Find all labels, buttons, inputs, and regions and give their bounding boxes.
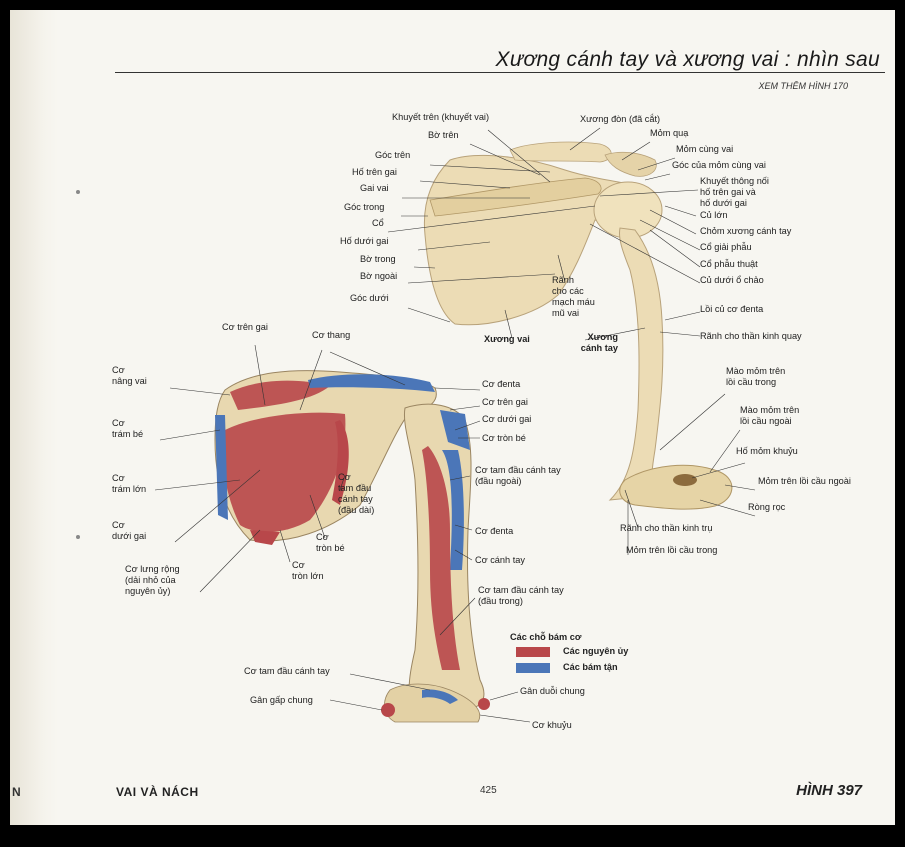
- label-bo-tren: Bờ trên: [428, 130, 459, 141]
- label-mao-mom-tren-ngoai: Mào mỏm trên lồi cầu ngoài: [740, 405, 799, 427]
- legend-insertion-swatch: [516, 663, 550, 673]
- label-xuong-vai: Xương vai: [484, 334, 530, 345]
- footer-edge-text: N: [12, 785, 21, 799]
- label-khuyet-tren: Khuyết trên (khuyết vai): [392, 112, 489, 123]
- label-co-tren-gai-top: Cơ trên gai: [222, 322, 268, 333]
- legend-insertion-label: Các bám tận: [563, 662, 618, 672]
- label-ho-duoi-gai: Hố dưới gai: [340, 236, 388, 247]
- label-co-phau-thuat: Cổ phẫu thuật: [700, 259, 758, 270]
- label-co-giai-phau: Cổ giải phẫu: [700, 242, 752, 253]
- footer-page-number: 425: [480, 785, 497, 796]
- label-co-thang: Cơ thang: [312, 330, 350, 341]
- label-co-khuyu: Cơ khuỷu: [532, 720, 572, 731]
- label-co-duoi-gai-l: Cơ dưới gai: [112, 520, 146, 542]
- label-co-duoi-gai-r: Cơ dưới gai: [482, 414, 531, 425]
- label-ranh-mach-mau: Rãnh cho các mạch máu mũ vai: [552, 275, 595, 319]
- book-page: Xương cánh tay và xương vai : nhìn sau X…: [10, 10, 895, 825]
- label-co-tam-dau-dai: Cơ tam đầu cánh tay (đầu dài): [338, 472, 374, 516]
- label-gan-duoi-chung: Gân duỗi chung: [520, 686, 585, 697]
- label-co-lung-rong: Cơ lưng rộng (dải nhỏ của nguyên ủy): [125, 564, 180, 597]
- label-co-tam-dau-trong: Cơ tam đầu cánh tay (đầu trong): [478, 585, 564, 607]
- label-goc-tren: Góc trên: [375, 150, 410, 161]
- legend-title: Các chỗ bám cơ: [510, 632, 581, 642]
- label-ho-tren-gai: Hố trên gai: [352, 167, 397, 178]
- label-xuong-canh-tay: Xương cánh tay: [566, 332, 618, 354]
- label-co-tram-be: Cơ trám bé: [112, 418, 143, 440]
- label-co-tam-dau-ngoai: Cơ tam đầu cánh tay (đầu ngoài): [475, 465, 561, 487]
- label-co-tren-gai-r: Cơ trên gai: [482, 397, 528, 408]
- label-cu-duoi-o-chao: Củ dưới ổ chảo: [700, 275, 764, 286]
- label-goc-trong: Góc trong: [344, 202, 384, 213]
- footer-section: VAI VÀ NÁCH: [116, 785, 199, 799]
- label-chom-xuong: Chỏm xương cánh tay: [700, 226, 791, 237]
- footer-figure-number: HÌNH 397: [770, 782, 862, 799]
- label-gai-vai: Gai vai: [360, 183, 389, 194]
- label-co-denta-mid: Cơ đenta: [475, 526, 513, 537]
- label-gan-gap-chung: Gân gấp chung: [250, 695, 313, 706]
- label-co-tron-be-r: Cơ tròn bé: [482, 433, 526, 444]
- label-co-canh-tay: Cơ cánh tay: [475, 555, 525, 566]
- label-co: Cổ: [372, 218, 384, 229]
- label-xuong-don: Xương đòn (đã cắt): [580, 114, 660, 125]
- label-co-tram-lon: Cơ trám lớn: [112, 473, 146, 495]
- label-co-tron-lon: Cơ tròn lớn: [292, 560, 324, 582]
- label-cu-lon: Củ lớn: [700, 210, 727, 221]
- label-co-tron-be-mid: Cơ tròn bé: [316, 532, 345, 554]
- label-mom-tren-loi-cau-trong: Mỏm trên lồi cầu trong: [626, 545, 717, 556]
- label-co-denta-r: Cơ đenta: [482, 379, 520, 390]
- label-mom-qua: Mỏm quạ: [650, 128, 688, 139]
- label-ranh-than-kinh-quay: Rãnh cho thần kinh quay: [700, 331, 802, 342]
- legend-origin-swatch: [516, 647, 550, 657]
- legend-origin-label: Các nguyên ủy: [563, 646, 628, 656]
- label-bo-trong: Bờ trong: [360, 254, 396, 265]
- label-bo-ngoai: Bờ ngoài: [360, 271, 397, 282]
- label-rong-roc: Ròng rọc: [748, 502, 785, 513]
- label-mom-cung-vai: Mỏm cùng vai: [676, 144, 733, 155]
- label-mao-mom-tren-trong: Mào mỏm trên lồi cầu trong: [726, 366, 785, 388]
- label-loi-cu-co-denta: Lồi củ cơ đenta: [700, 304, 763, 315]
- label-goc-mom-cung-vai: Góc của mỏm cùng vai: [672, 160, 766, 171]
- label-goc-duoi: Góc dưới: [350, 293, 389, 304]
- label-ranh-than-kinh-tru: Rãnh cho thần kinh trụ: [620, 523, 712, 534]
- label-mom-tren-loi-cau-ngoai: Mỏm trên lồi cầu ngoài: [758, 476, 851, 487]
- label-co-nang-vai: Cơ nâng vai: [112, 365, 147, 387]
- label-co-tam-dau-bottom: Cơ tam đầu cánh tay: [244, 666, 330, 677]
- label-khuyet-thong-noi: Khuyết thông nối hố trên gai và hố dưới …: [700, 176, 769, 209]
- label-ho-mom-khuyu: Hố mỏm khuỷu: [736, 446, 798, 457]
